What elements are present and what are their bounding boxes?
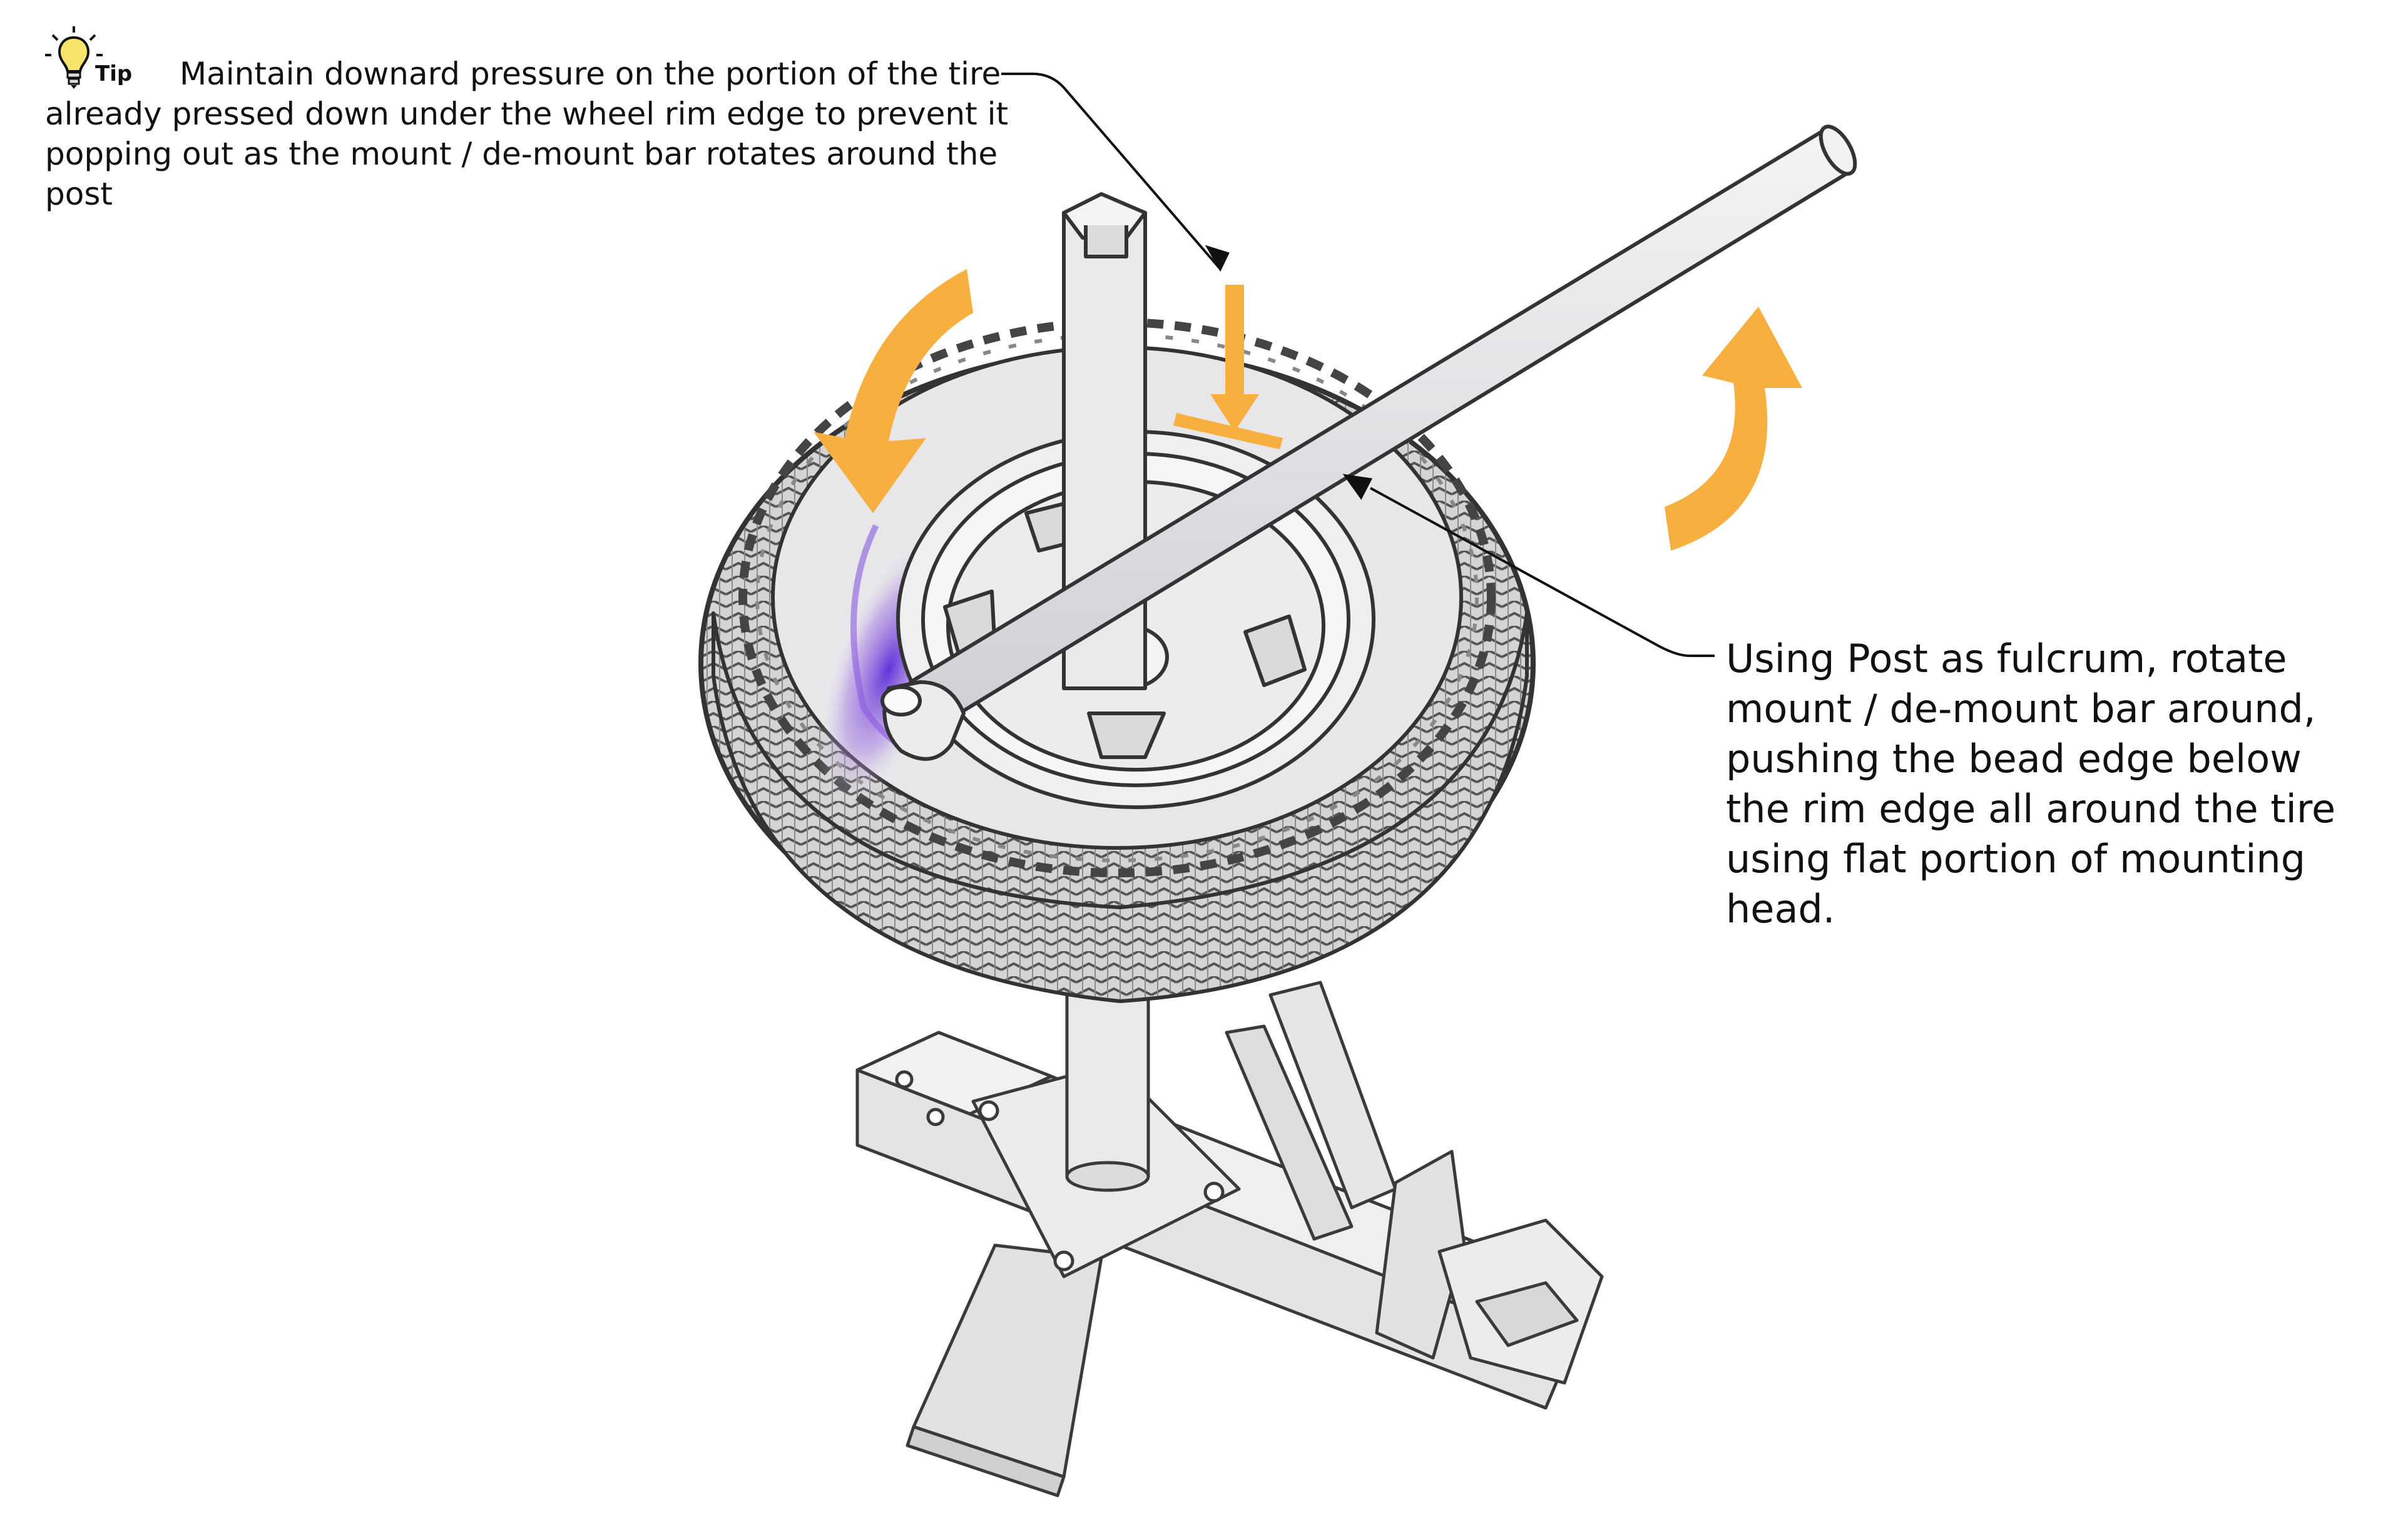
side-arm-brace bbox=[1225, 1024, 1354, 1241]
foot-pedal bbox=[1375, 1150, 1466, 1360]
orange-arrows bbox=[814, 269, 1802, 551]
right-rotation-arrow bbox=[1665, 307, 1802, 551]
callout-leader-line bbox=[1370, 487, 1715, 657]
spoke-window bbox=[1243, 614, 1307, 687]
tip-body: Maintain downard pressure on the portion… bbox=[45, 56, 1009, 212]
spoke-window bbox=[1087, 711, 1166, 759]
post-lower bbox=[1065, 974, 1150, 1178]
pressure-indicator-bar bbox=[1173, 413, 1283, 449]
base-stand bbox=[855, 974, 1604, 1497]
callout-text: Using Post as fulcrum, rotate mount / de… bbox=[1726, 636, 2336, 932]
tip-leader-line bbox=[1001, 73, 1222, 270]
mount-demount-bar bbox=[880, 125, 1857, 761]
tip-text: Maintain downard pressure on the portion… bbox=[45, 54, 1021, 214]
tip-label: Tip bbox=[95, 61, 133, 86]
leader-lines bbox=[1001, 73, 1715, 657]
tire-tread-band bbox=[712, 611, 1529, 1003]
left-rotation-arrow bbox=[814, 269, 973, 513]
bar-end-cap bbox=[1819, 125, 1857, 176]
pressure-down-arrow bbox=[1210, 285, 1259, 432]
lightbulb-icon bbox=[45, 26, 103, 89]
base-front-leg-end bbox=[906, 1425, 1066, 1497]
